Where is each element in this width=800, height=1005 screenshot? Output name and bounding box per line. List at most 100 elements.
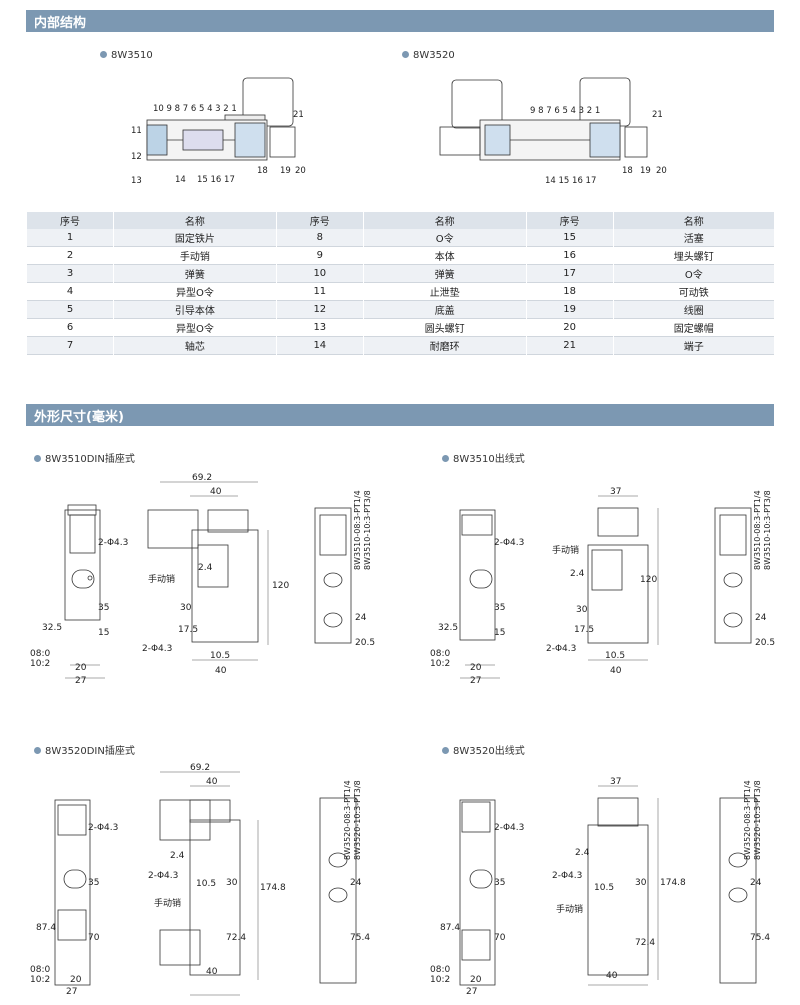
dim-30: 30 <box>635 878 647 888</box>
dim-20: 20 <box>470 663 482 673</box>
model-text: 8W3520 <box>413 50 455 61</box>
section-header-dims: 外形尺寸(毫米) <box>26 404 774 426</box>
model-label-8w3520: 8W3520 <box>402 50 455 61</box>
dim-69-2: 69.2 <box>190 763 210 773</box>
dim-40: 40 <box>206 967 218 977</box>
part-14-17: 14 15 16 17 <box>545 176 596 186</box>
part-21: 21 <box>293 110 304 120</box>
dimension-drawing-8w3520-wire: 37 2.4 2-Φ4.3 10.5 手动销 30 174.8 72.4 40 … <box>430 777 770 997</box>
col-header: 序号 <box>25 212 114 229</box>
part-18: 18 <box>257 166 268 176</box>
table-header-row: 序号 名称 序号 名称 序号 名称 <box>25 212 774 229</box>
dim-32-5: 32.5 <box>42 623 62 633</box>
dim-27: 27 <box>75 676 86 686</box>
cell: 4 <box>25 282 114 301</box>
model-text: 8W3510 <box>111 50 153 61</box>
part-11: 11 <box>131 126 142 136</box>
part-12: 12 <box>131 152 142 162</box>
port-spec-1: 8W3520-08:3-PT1/4 <box>343 780 352 860</box>
cell: 13 <box>275 318 364 337</box>
cell: 固定铁片 <box>113 229 277 247</box>
cell: 6 <box>25 318 114 337</box>
dim-40: 40 <box>610 666 622 676</box>
cell: 可动铁 <box>612 282 774 301</box>
port-spec-2: 8W3520-10:3-PT3/8 <box>753 780 762 860</box>
internal-structure-8w3520: 9 8 7 6 5 4 3 2 1 14 15 16 17 18 19 20 2… <box>439 77 667 186</box>
cell: 17 <box>525 264 614 283</box>
dimension-drawing-8w3510-wire: 37 120 手动销 2.4 30 17.5 2-Φ4.3 10.5 40 2-… <box>430 487 775 686</box>
manual-pin-label: 手动销 <box>552 544 579 556</box>
dim-2-4: 2.4 <box>170 851 185 861</box>
cell: 19 <box>525 300 614 319</box>
cell: 21 <box>525 336 614 355</box>
dim-27: 27 <box>470 676 481 686</box>
dim-20: 20 <box>70 975 82 985</box>
dim-72-4: 72.4 <box>226 933 246 943</box>
cell: 18 <box>525 282 614 301</box>
drawing-title: 8W3520出线式 <box>453 746 525 757</box>
cell: 2 <box>25 246 114 265</box>
dim-17-5: 17.5 <box>178 625 198 635</box>
dim-20: 20 <box>470 975 482 985</box>
dim-32-5: 32.5 <box>438 623 458 633</box>
dim-24: 24 <box>350 878 362 888</box>
col-header: 名称 <box>362 212 527 229</box>
cell: 14 <box>275 336 364 355</box>
part-19: 19 <box>640 166 651 176</box>
port-08: 08:0 <box>430 965 450 975</box>
dim-27: 27 <box>466 987 477 997</box>
dim-phi: 2-Φ4.3 <box>142 644 172 654</box>
cell: 引导本体 <box>113 300 277 319</box>
cell: 15 <box>525 229 614 247</box>
section-title: 内部结构 <box>34 16 87 31</box>
dim-17-5: 17.5 <box>574 625 594 635</box>
dim-37: 37 <box>610 487 621 497</box>
port-spec-1: 8W3520-08:3-PT1/4 <box>743 780 752 860</box>
cell: 异型O令 <box>113 318 277 337</box>
bullet-icon <box>442 747 449 754</box>
port-10: 10:2 <box>30 659 50 669</box>
cell: 圆头螺钉 <box>362 318 527 337</box>
dim-87-4: 87.4 <box>440 923 460 933</box>
col-header: 序号 <box>525 212 614 229</box>
drawing-label-d4: 8W3520出线式 <box>442 742 525 757</box>
part-21: 21 <box>652 110 663 120</box>
dim-10-5: 10.5 <box>605 651 625 661</box>
bullet-icon <box>442 455 449 462</box>
section-header-internal: 内部结构 <box>26 10 774 32</box>
cell: 8 <box>275 229 364 247</box>
dim-35: 35 <box>98 603 109 613</box>
dim-10-5: 10.5 <box>196 879 216 889</box>
dim-phi: 2-Φ4.3 <box>88 823 118 833</box>
cell: 16 <box>525 246 614 265</box>
port-08: 08:0 <box>430 649 450 659</box>
drawing-title: 8W3510DIN插座式 <box>45 454 135 465</box>
model-label-8w3510: 8W3510 <box>100 50 153 61</box>
dim-phi: 2-Φ4.3 <box>494 538 524 548</box>
dim-40: 40 <box>210 487 222 497</box>
dim-30: 30 <box>180 603 192 613</box>
dim-phi: 2-Φ4.3 <box>552 871 582 881</box>
drawing-label-d2: 8W3510出线式 <box>442 450 525 465</box>
dim-72-4: 72.4 <box>635 938 655 948</box>
col-header: 序号 <box>275 212 364 229</box>
part-13: 13 <box>131 176 142 186</box>
dim-15: 15 <box>98 628 109 638</box>
dim-174-8: 174.8 <box>260 883 286 893</box>
port-spec-1: 8W3510-08:3-PT1/4 <box>353 490 362 570</box>
cell: 止泄垫 <box>362 282 527 301</box>
dim-24: 24 <box>750 878 762 888</box>
port-08: 08:0 <box>30 649 50 659</box>
dim-20-5: 20.5 <box>755 638 775 648</box>
port-10: 10:2 <box>430 659 450 669</box>
bullet-icon <box>34 747 41 754</box>
col-header: 名称 <box>612 212 774 229</box>
dim-75-4: 75.4 <box>750 933 770 943</box>
dim-phi: 2-Φ4.3 <box>546 644 576 654</box>
drawing-title: 8W3520DIN插座式 <box>45 746 135 757</box>
part-numbers-top: 10 9 8 7 6 5 4 3 2 1 <box>153 104 237 114</box>
dimension-drawing-8w3510-din: 69.2 40 120 2.4 手动销 30 17.5 2-Φ4.3 10.5 … <box>30 473 375 686</box>
